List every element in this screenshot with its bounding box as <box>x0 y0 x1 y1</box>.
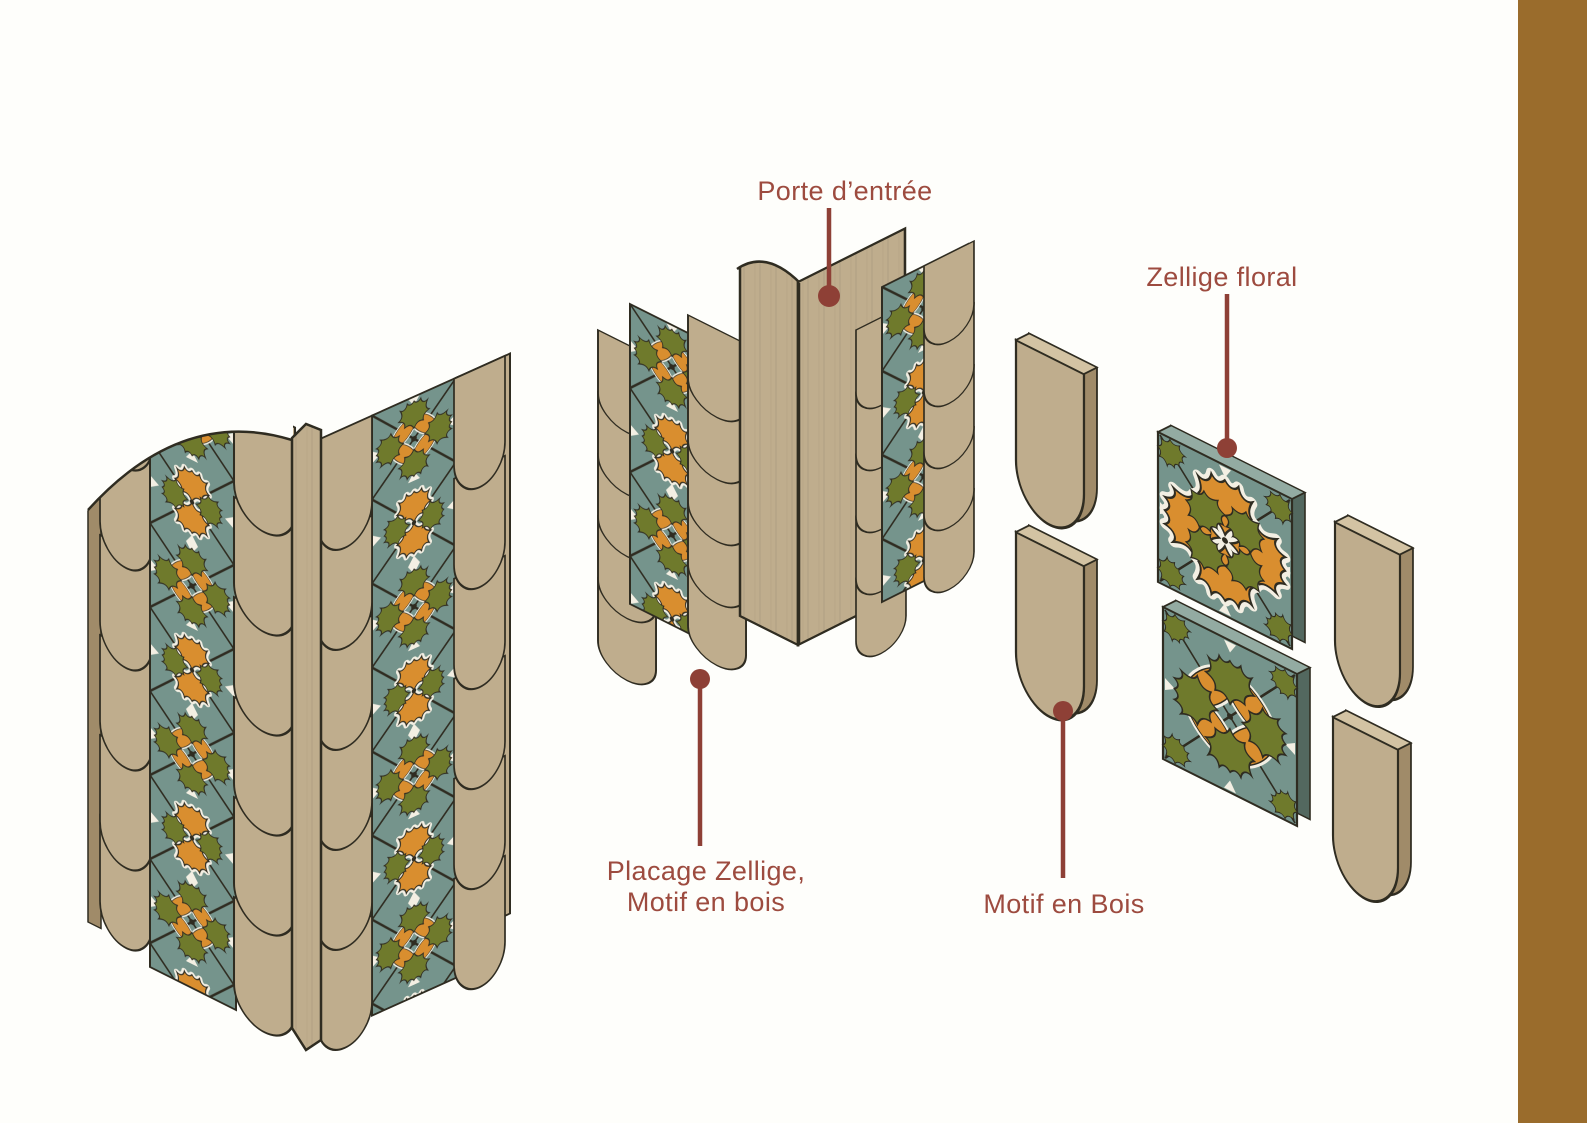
annotations <box>690 208 1237 878</box>
zellige-tile-flower <box>1156 599 1312 828</box>
slat-top-face <box>1331 709 1413 751</box>
label-placage-line2: Motif en bois <box>626 887 786 917</box>
wood-slat-column <box>923 240 975 603</box>
wood-slat <box>1333 514 1415 722</box>
leader-dot-porte <box>818 285 840 307</box>
label-motif-en-bois: Motif en Bois <box>983 889 1145 919</box>
slat-top-face <box>1014 332 1099 375</box>
door-left-leaf <box>738 244 800 647</box>
right-accent-bar <box>1518 0 1587 1123</box>
leaf-arch-edge <box>736 260 801 284</box>
slat-top-face <box>1014 524 1099 567</box>
zellige-tile-floral-leaves <box>1151 424 1307 651</box>
arch-top-edge <box>87 430 293 511</box>
tile-strip <box>149 353 237 1012</box>
arch-top-mask <box>86 258 293 512</box>
tile-strip <box>371 375 459 1018</box>
label-zellige-floral: Zellige floral <box>1146 262 1298 292</box>
slat-top-face <box>1333 514 1415 556</box>
label-placage-line1: Placage Zellige, <box>606 856 806 886</box>
corner-ridge-grain <box>292 424 321 1050</box>
wood-slat <box>1331 709 1413 917</box>
wood-slat-column <box>316 414 374 1061</box>
wood-slat-column <box>452 354 507 1000</box>
individual-components <box>1014 332 1415 917</box>
assembled-corner-view <box>86 258 511 1061</box>
wood-slat-column <box>687 314 747 681</box>
wood-slat-motif-bois <box>1014 524 1099 736</box>
leader-dot-zellige <box>1217 438 1237 458</box>
wood-slat-column <box>232 395 297 1049</box>
corner-right-face <box>316 352 511 1061</box>
exploded-door-view <box>597 222 975 696</box>
label-porte-dentree: Porte d’entrée <box>757 176 933 206</box>
leaf-arch-mask <box>735 222 801 284</box>
label-placage-zellige: Placage Zellige, Motif en bois <box>546 856 866 918</box>
wood-slat <box>1014 332 1099 544</box>
